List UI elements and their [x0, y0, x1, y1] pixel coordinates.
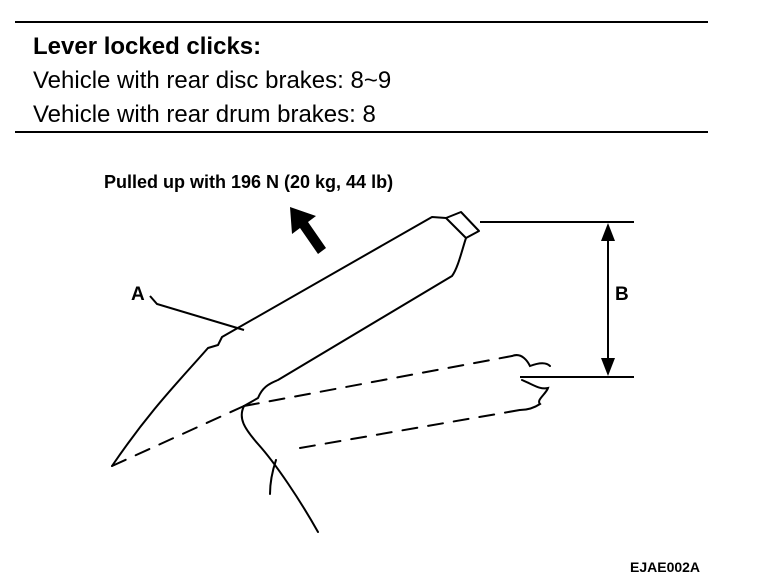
dimension-b-arrow-down [601, 358, 615, 376]
pull-force-label: Pulled up with 196 N (20 kg, 44 lb) [104, 172, 394, 192]
figure-code: EJAE002A [630, 559, 701, 575]
label-b: B [615, 284, 629, 305]
release-button [445, 211, 480, 239]
lever-released [111, 355, 521, 467]
spec-line-drum: Vehicle with rear drum brakes: 8 [33, 101, 376, 128]
specification-block: Lever locked clicks: Vehicle with rear d… [33, 30, 693, 132]
lever-raised [111, 211, 480, 467]
leader-line-a [149, 295, 245, 331]
dimension-b [480, 221, 634, 378]
spec-line-disc: Vehicle with rear disc brakes: 8~9 [33, 67, 392, 94]
pull-direction-arrow [290, 207, 326, 254]
dimension-b-arrow-up [601, 223, 615, 241]
spec-heading: Lever locked clicks: [33, 33, 262, 60]
lever-base [240, 405, 319, 533]
bottom-rule [15, 131, 708, 133]
lever-released-grip [511, 354, 551, 411]
top-rule [15, 21, 708, 23]
label-a: A [131, 284, 145, 305]
